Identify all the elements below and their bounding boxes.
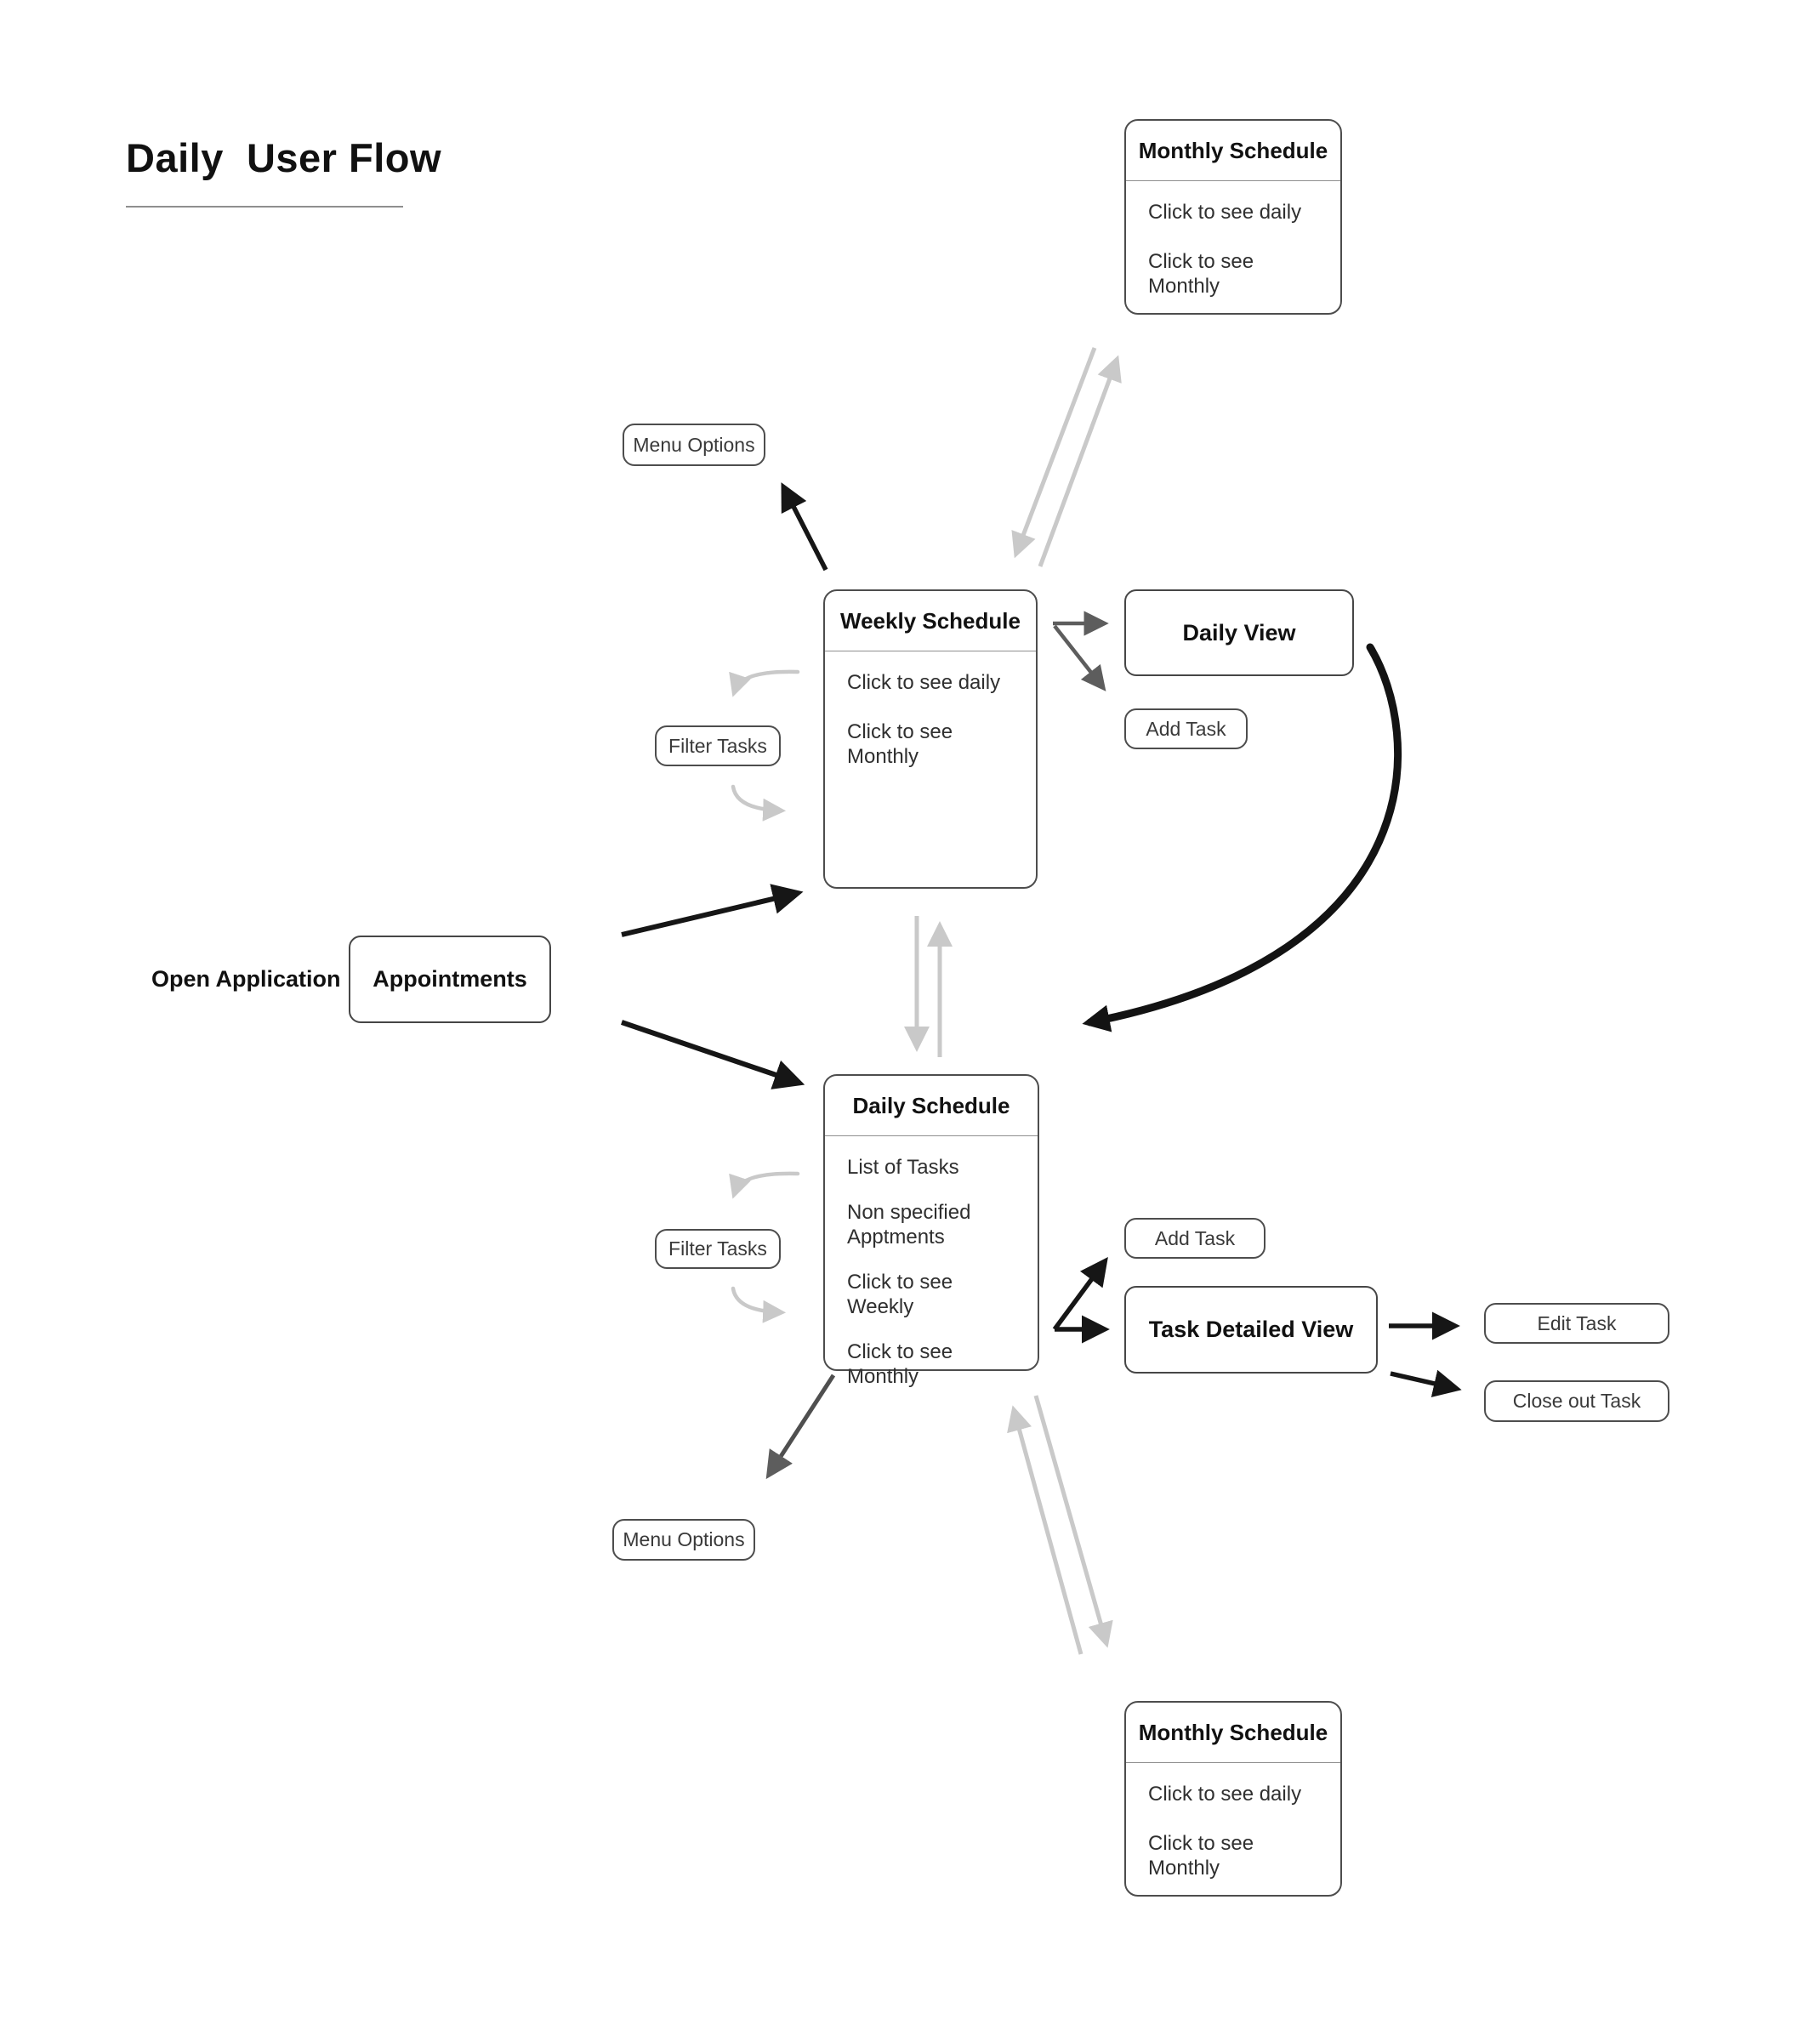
- node-item: Click to see Monthly: [847, 720, 953, 768]
- node-title: Monthly Schedule: [1126, 121, 1340, 181]
- arrow-task-detail-to-close-out-task: [1390, 1369, 1462, 1397]
- node-item: Click to see Monthly: [847, 1340, 953, 1388]
- arrow-weekly-to-monthly-top: [1038, 355, 1122, 567]
- node-filter-tasks-top: Filter Tasks: [655, 725, 781, 766]
- pill-label: Filter Tasks: [668, 1237, 767, 1260]
- node-item: Click to see daily: [1148, 1783, 1302, 1806]
- arrow-appointments-to-daily-schedule: [621, 1020, 805, 1089]
- node-weekly-schedule: Weekly Schedule Click to see daily Click…: [823, 589, 1038, 889]
- node-item: Click to see daily: [847, 671, 1001, 694]
- node-monthly-schedule-top: Monthly Schedule Click to see daily Clic…: [1124, 119, 1342, 315]
- node-title: Daily Schedule: [825, 1076, 1038, 1136]
- arrow-weekly-to-menu-options-top: [781, 482, 828, 572]
- pill-label: Menu Options: [623, 1528, 745, 1550]
- node-daily-schedule: Daily Schedule List of Tasks Non specifi…: [823, 1074, 1039, 1388]
- arrow-weekly-to-add-task: [1053, 624, 1106, 691]
- node-item: List of Tasks: [847, 1156, 959, 1179]
- pill-label: Filter Tasks: [668, 734, 767, 757]
- node-task-detailed-view: Task Detailed View: [1124, 1286, 1378, 1374]
- node-title: Daily View: [1182, 619, 1296, 646]
- arrow-monthly-top-to-weekly: [1011, 347, 1097, 559]
- open-application-label: Open Application: [151, 966, 341, 992]
- node-add-task-top: Add Task: [1124, 708, 1248, 749]
- node-title: Monthly Schedule: [1126, 1703, 1340, 1763]
- arrow-filter-tasks-top-to-weekly: [731, 784, 787, 822]
- node-menu-options-bottom: Menu Options: [612, 1519, 755, 1561]
- arrow-daily-to-menu-options-bottom: [765, 1374, 836, 1480]
- page-title: Daily User Flow: [126, 135, 442, 180]
- title-underline: [126, 206, 403, 208]
- pill-label: Add Task: [1154, 1226, 1236, 1249]
- arrow-daily-to-monthly-bottom: [1033, 1395, 1113, 1648]
- node-item: Click to see daily: [1148, 201, 1302, 224]
- node-title: Appointments: [373, 966, 527, 992]
- node-title: Task Detailed View: [1148, 1317, 1354, 1342]
- node-menu-options-top: Menu Options: [623, 424, 765, 466]
- arrow-daily-to-filter-tasks-bottom: [729, 1171, 800, 1199]
- node-item: Click to see Weekly: [847, 1271, 953, 1318]
- arrow-filter-tasks-bottom-to-daily: [731, 1286, 787, 1323]
- arrow-weekly-to-filter-tasks-top: [729, 669, 800, 697]
- node-appointments: Appointments: [349, 936, 551, 1023]
- node-item: Click to see Monthly: [1148, 250, 1254, 298]
- node-item: Non specified Apptments: [847, 1201, 971, 1249]
- node-add-task-bottom: Add Task: [1124, 1218, 1265, 1259]
- node-item: Click to see Monthly: [1148, 1832, 1254, 1880]
- arrow-daily-view-to-daily-schedule: [1082, 643, 1402, 1032]
- arrow-monthly-bottom-to-daily: [1007, 1405, 1083, 1655]
- arrow-daily-to-add-task: [1052, 1257, 1108, 1331]
- arrow-appointments-to-weekly: [621, 884, 804, 937]
- node-daily-view: Daily View: [1124, 589, 1354, 676]
- node-filter-tasks-bottom: Filter Tasks: [655, 1229, 781, 1269]
- node-close-out-task: Close out Task: [1484, 1380, 1669, 1422]
- node-edit-task: Edit Task: [1484, 1303, 1669, 1344]
- node-monthly-schedule-bottom: Monthly Schedule Click to see daily Clic…: [1124, 1701, 1342, 1897]
- pill-label: Edit Task: [1537, 1311, 1617, 1334]
- node-title: Weekly Schedule: [825, 591, 1036, 651]
- pill-label: Close out Task: [1512, 1390, 1641, 1412]
- pill-label: Add Task: [1146, 717, 1226, 740]
- pill-label: Menu Options: [633, 433, 755, 456]
